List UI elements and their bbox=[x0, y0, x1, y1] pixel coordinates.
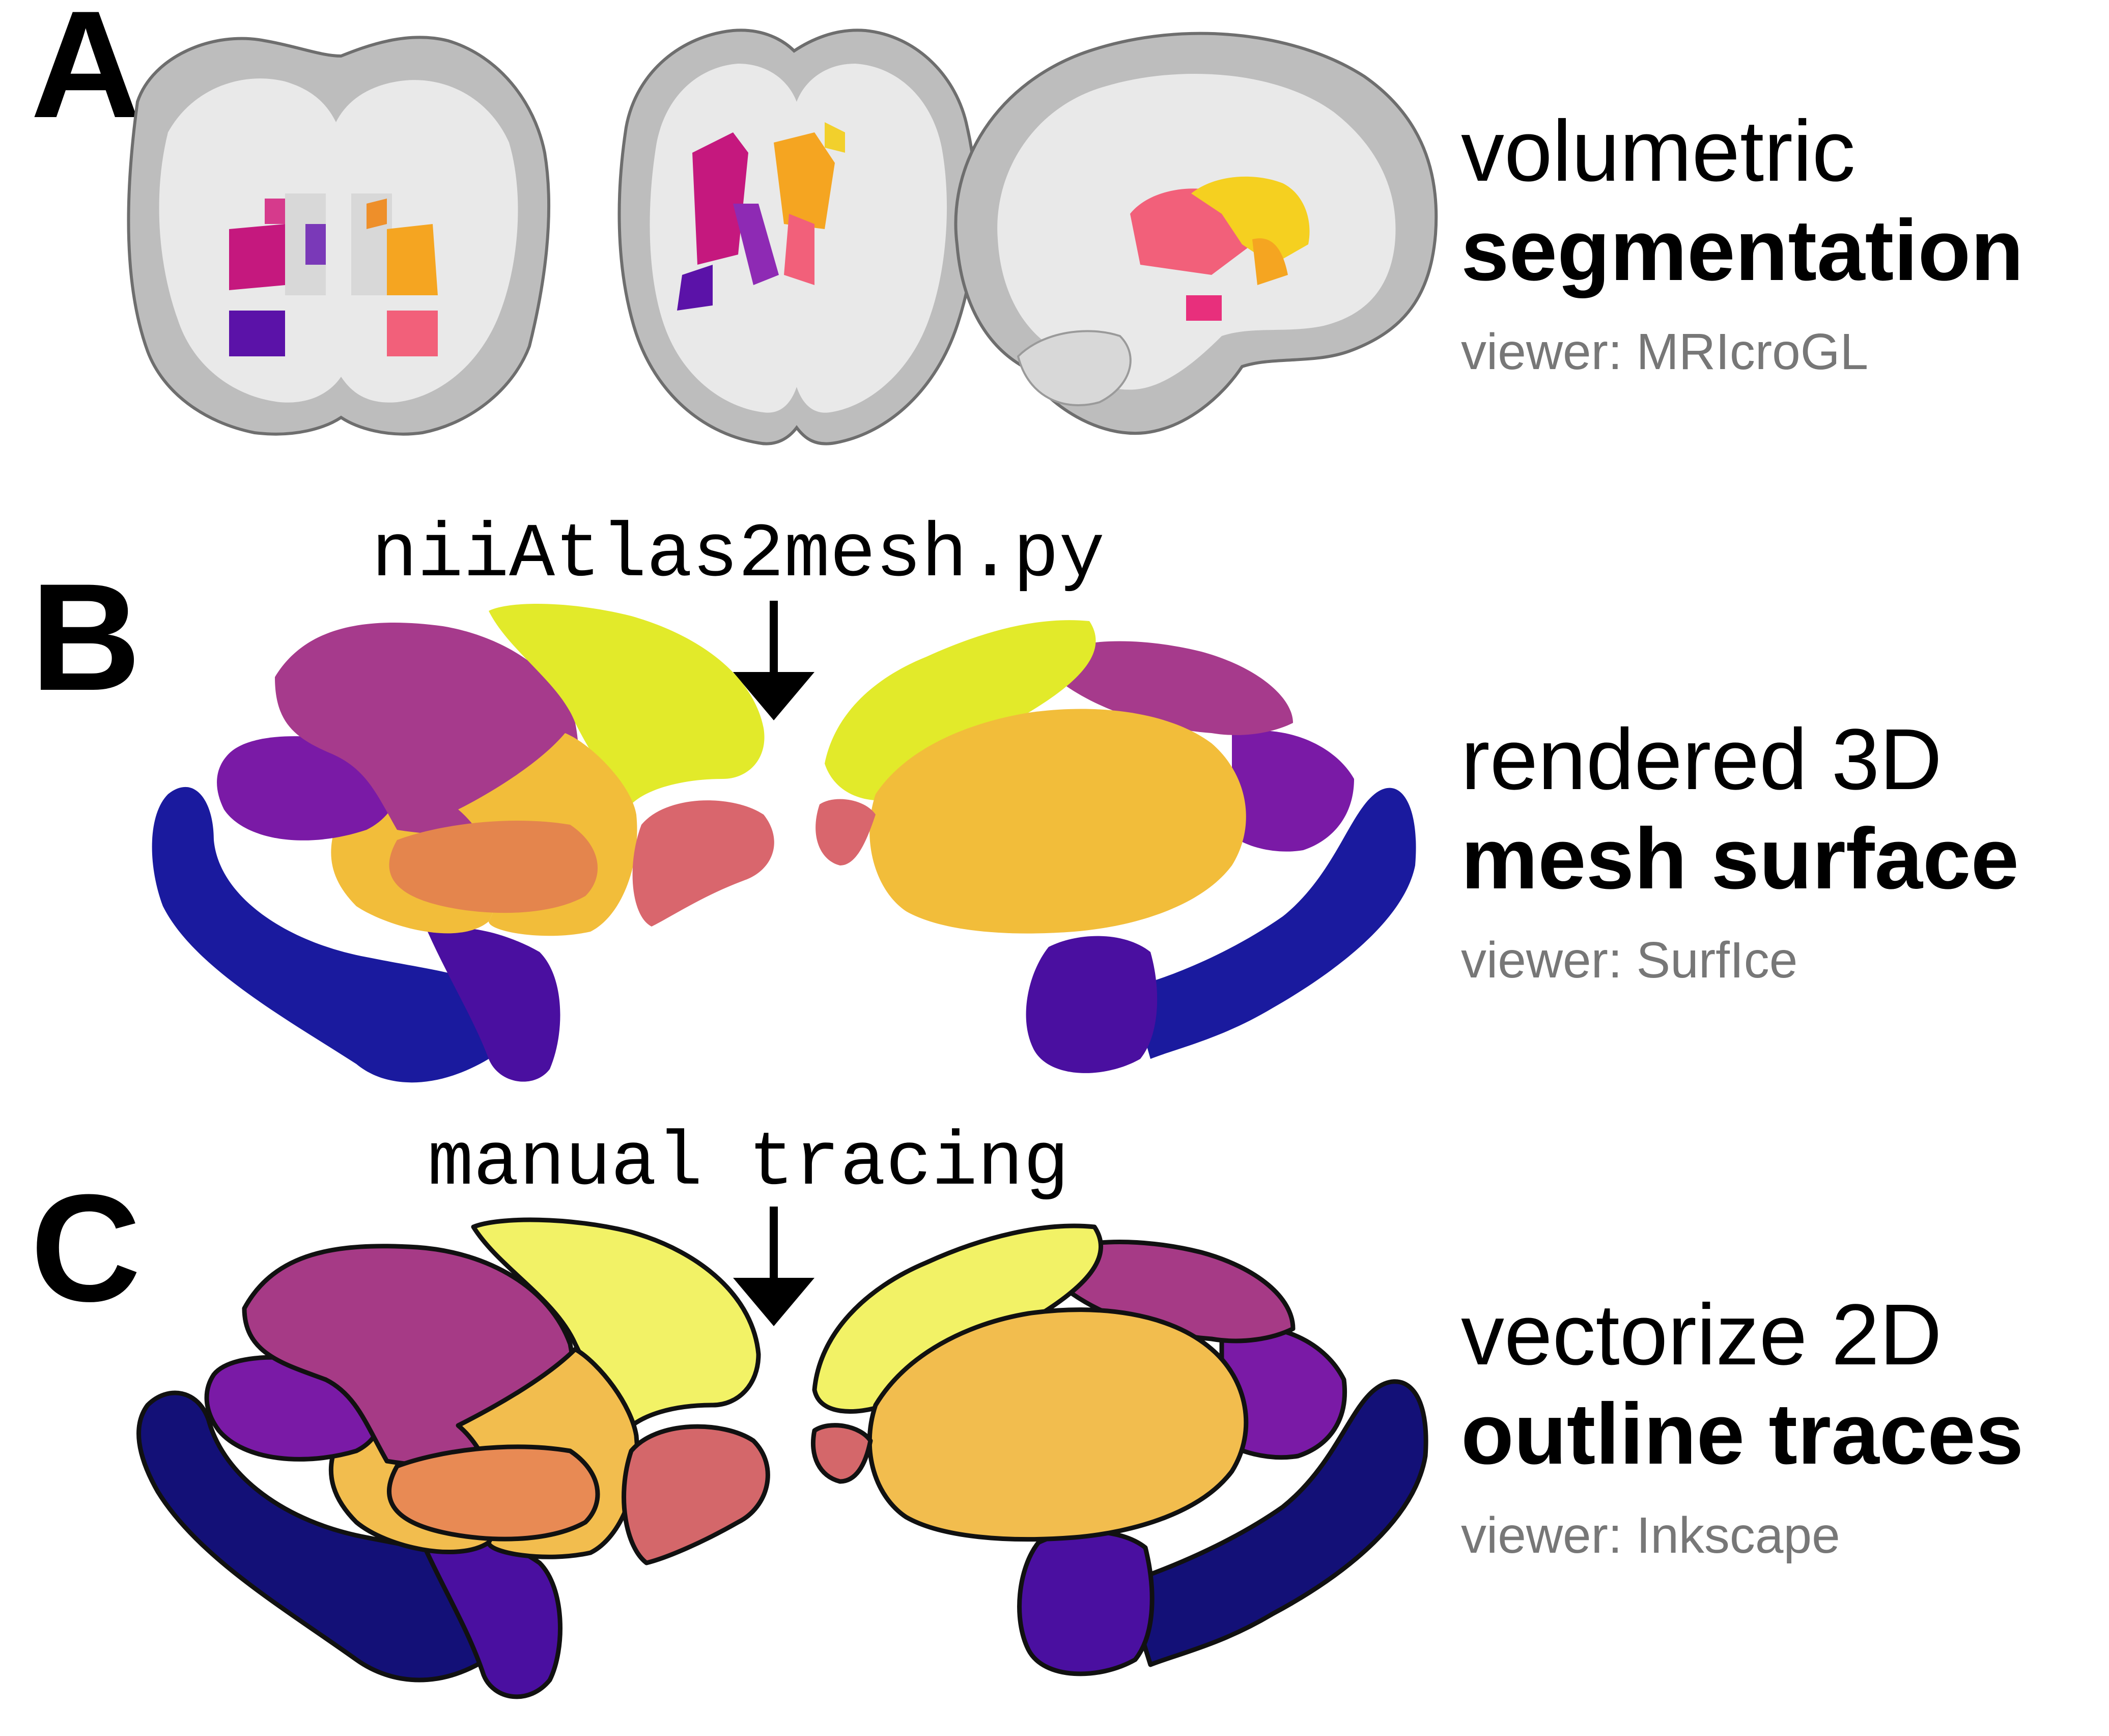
panel-b-letter: B bbox=[31, 551, 141, 722]
panel-c-letter: C bbox=[31, 1162, 141, 1333]
sagittal-slice-image bbox=[954, 32, 1438, 435]
mesh-script-label: niiAtlas2mesh.py bbox=[372, 512, 1105, 599]
panel-b-caption-line1: rendered 3D bbox=[1461, 711, 1942, 808]
panel-c-caption-line1: vectorize 2D bbox=[1461, 1286, 1942, 1383]
panel-c-caption-line2: outline traces bbox=[1461, 1386, 2023, 1482]
panel-a-viewer: viewer: MRIcroGL bbox=[1461, 323, 1868, 380]
tracing-step-label: manual tracing bbox=[428, 1121, 1069, 1207]
outline-trace-right-hemisphere bbox=[810, 1223, 1428, 1676]
mesh-render-right-hemisphere bbox=[816, 620, 1416, 1073]
down-arrow-icon-2 bbox=[733, 1207, 814, 1326]
axial-slice-image bbox=[617, 29, 978, 445]
panel-c-viewer: viewer: Inkscape bbox=[1461, 1507, 1840, 1564]
panel-a-caption-line1: volumetric bbox=[1461, 103, 1855, 200]
outline-trace-left-hemisphere bbox=[136, 1217, 770, 1699]
panel-a-caption-line2: segmentation bbox=[1461, 202, 2023, 299]
panel-a-letter: A bbox=[31, 0, 141, 150]
mesh-render-left-hemisphere bbox=[152, 604, 774, 1083]
down-arrow-icon-1 bbox=[733, 601, 814, 720]
coronal-slice-image bbox=[127, 36, 551, 436]
panel-b-caption-line2: mesh surface bbox=[1461, 810, 2019, 907]
panel-b-viewer: viewer: SurfIce bbox=[1461, 932, 1797, 989]
